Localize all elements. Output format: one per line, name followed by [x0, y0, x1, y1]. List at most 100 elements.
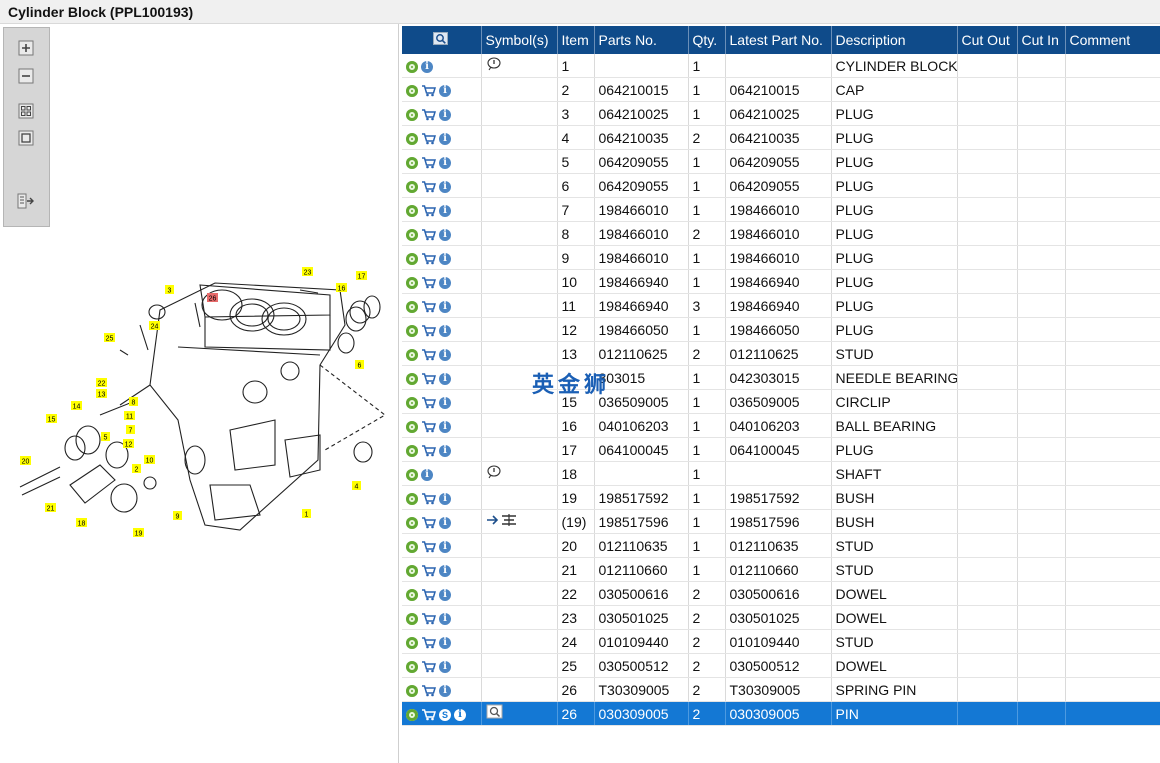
header-comment[interactable]: Comment	[1065, 26, 1160, 54]
zoom-out-button[interactable]	[17, 67, 35, 85]
cart-icon[interactable]	[421, 156, 436, 169]
header-latest-part-no[interactable]: Latest Part No.	[725, 26, 832, 54]
cart-icon[interactable]	[421, 636, 436, 649]
callout-2[interactable]	[132, 464, 141, 473]
cart-icon[interactable]	[421, 612, 436, 625]
cart-icon[interactable]	[421, 540, 436, 553]
gear-icon[interactable]	[406, 684, 418, 697]
zoom-in-button[interactable]	[17, 39, 35, 57]
cart-icon[interactable]	[421, 252, 436, 265]
header-cut-out[interactable]: Cut Out	[957, 26, 1018, 54]
callout-16[interactable]	[336, 283, 347, 292]
info-icon[interactable]: i	[439, 540, 451, 553]
info-icon[interactable]: i	[439, 492, 451, 505]
info-icon[interactable]: i	[439, 684, 451, 697]
gear-icon[interactable]	[406, 396, 418, 409]
magnify-part-icon[interactable]	[486, 704, 504, 720]
info-icon[interactable]: i	[439, 420, 451, 433]
callout-19[interactable]	[133, 528, 144, 537]
actual-size-button[interactable]	[17, 129, 35, 147]
gear-icon[interactable]	[406, 204, 418, 217]
gear-icon[interactable]	[406, 612, 418, 625]
cylinder-block-drawing[interactable]: 23 17 16 3 26 24 25 6 22 13 8 14 11 15 7…	[0, 255, 398, 555]
callout-12[interactable]	[123, 439, 134, 448]
info-icon[interactable]: i	[439, 252, 451, 265]
cart-icon[interactable]	[421, 228, 436, 241]
header-qty[interactable]: Qty.	[688, 26, 726, 54]
callout-25[interactable]	[104, 333, 115, 342]
gear-icon[interactable]	[406, 276, 418, 289]
cart-icon[interactable]	[421, 348, 436, 361]
header-item[interactable]: Item	[557, 26, 595, 54]
gear-icon[interactable]	[406, 468, 418, 481]
header-description[interactable]: Description	[831, 26, 958, 54]
callout-14[interactable]	[71, 401, 82, 410]
cart-icon[interactable]	[421, 588, 436, 601]
gear-icon[interactable]	[406, 516, 418, 529]
cart-icon[interactable]	[421, 516, 436, 529]
info-icon[interactable]: i	[439, 84, 451, 97]
callout-13[interactable]	[96, 389, 107, 398]
info-icon[interactable]: i	[439, 156, 451, 169]
header-parts-no[interactable]: Parts No.	[594, 26, 689, 54]
cart-icon[interactable]	[421, 300, 436, 313]
cart-icon[interactable]	[421, 684, 436, 697]
cart-icon[interactable]	[421, 84, 436, 97]
callout-11[interactable]	[124, 411, 135, 420]
cart-icon[interactable]	[421, 324, 436, 337]
callout-1[interactable]	[302, 509, 311, 518]
cart-icon[interactable]	[421, 708, 436, 721]
info-icon[interactable]: i	[439, 180, 451, 193]
gear-icon[interactable]	[406, 540, 418, 553]
cart-icon[interactable]	[421, 132, 436, 145]
note-pin-icon[interactable]	[486, 57, 502, 71]
gear-icon[interactable]	[406, 636, 418, 649]
diagram-pane[interactable]	[0, 24, 399, 763]
callout-3[interactable]	[165, 285, 174, 294]
cart-icon[interactable]	[421, 276, 436, 289]
callout-17[interactable]	[356, 271, 367, 280]
callout-9[interactable]	[173, 511, 182, 520]
note-pin-icon[interactable]	[486, 465, 502, 479]
callout-18[interactable]	[76, 518, 87, 527]
info-icon[interactable]: i	[439, 324, 451, 337]
info-icon[interactable]: i	[439, 132, 451, 145]
callout-4[interactable]	[352, 481, 361, 490]
info-icon[interactable]: i	[439, 588, 451, 601]
supersession-icon[interactable]: S	[439, 708, 451, 721]
fit-all-button[interactable]	[17, 102, 35, 120]
info-icon[interactable]: i	[439, 444, 451, 457]
cart-icon[interactable]	[421, 444, 436, 457]
info-icon[interactable]: i	[439, 348, 451, 361]
gear-icon[interactable]	[406, 324, 418, 337]
interchange-icon[interactable]	[486, 513, 520, 527]
gear-icon[interactable]	[406, 564, 418, 577]
cart-icon[interactable]	[421, 396, 436, 409]
callout-15[interactable]	[46, 414, 57, 423]
info-icon[interactable]: i	[439, 108, 451, 121]
info-icon[interactable]: i	[439, 516, 451, 529]
gear-icon[interactable]	[406, 180, 418, 193]
info-icon[interactable]: i	[439, 564, 451, 577]
gear-icon[interactable]	[406, 132, 418, 145]
info-icon[interactable]: i	[439, 396, 451, 409]
info-icon[interactable]: i	[421, 468, 433, 481]
gear-icon[interactable]	[406, 252, 418, 265]
gear-icon[interactable]	[406, 228, 418, 241]
gear-icon[interactable]	[406, 156, 418, 169]
cart-icon[interactable]	[421, 204, 436, 217]
gear-icon[interactable]	[406, 660, 418, 673]
